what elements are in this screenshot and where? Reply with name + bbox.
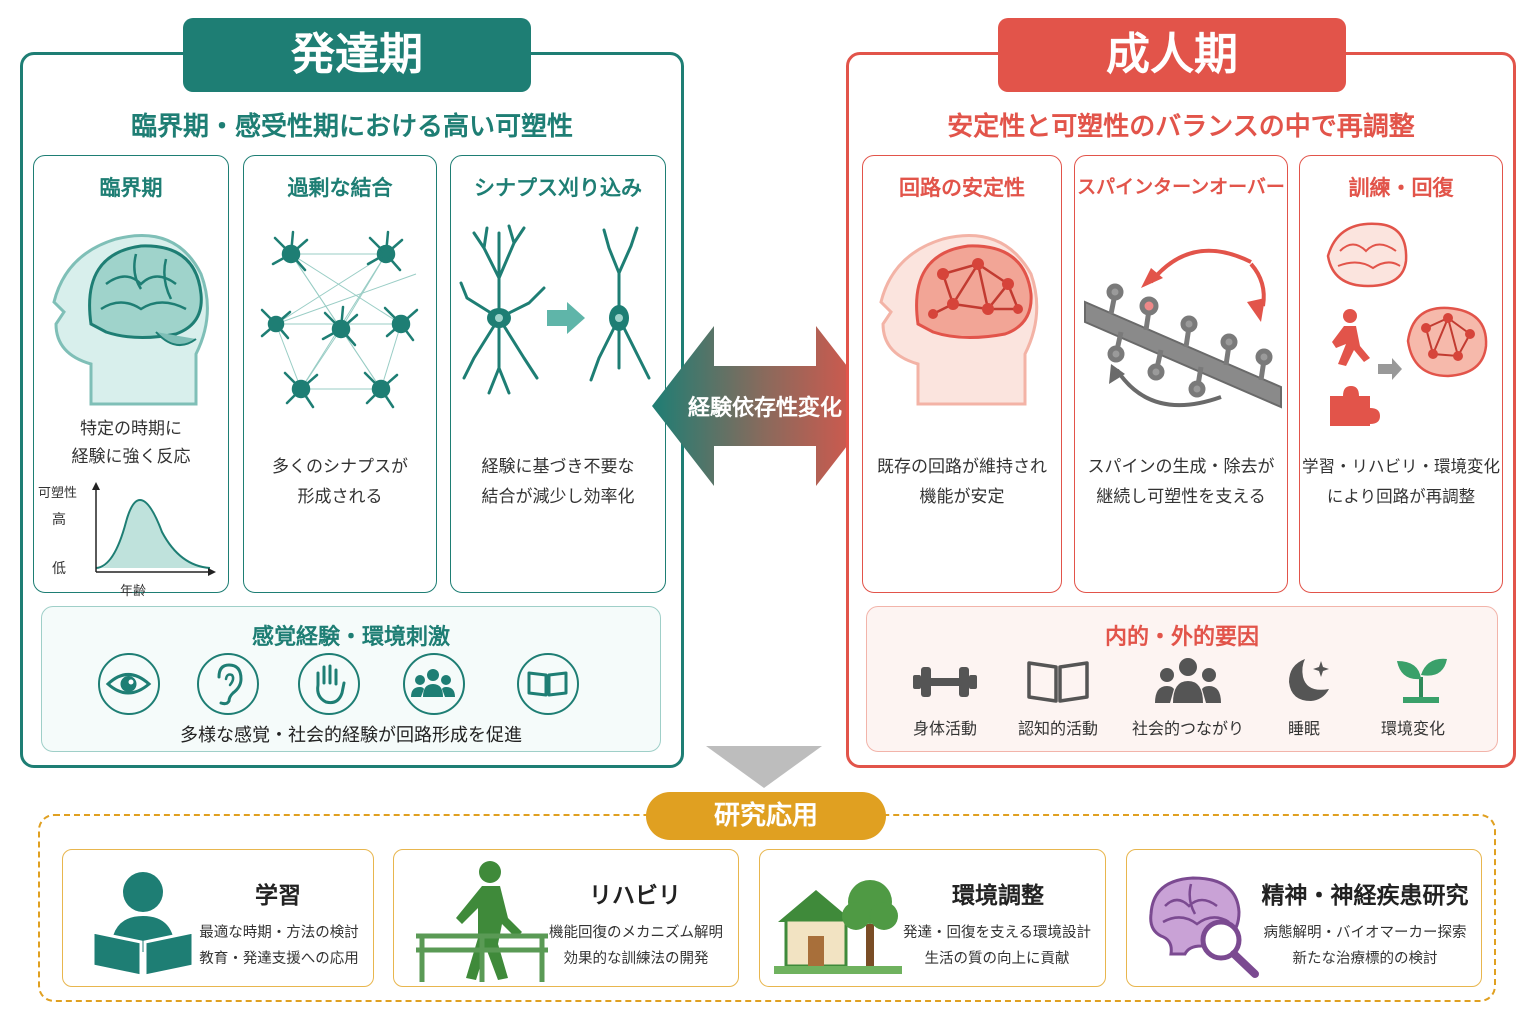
center-label: 経験依存性変化 bbox=[687, 396, 842, 421]
dumbbell-icon bbox=[913, 667, 977, 697]
down-arrow-icon bbox=[706, 746, 822, 788]
graph-xlabel: 年齢 bbox=[120, 584, 147, 599]
card-title: スパインターンオーバー bbox=[1077, 176, 1285, 198]
factors-title: 内的・外的要因 bbox=[1104, 625, 1259, 650]
training-recovery-card: 訓練・回復 学習・リハビリ・環境変化 により回路が再調整 bbox=[1299, 155, 1503, 593]
research-item-title: 学習 bbox=[255, 883, 301, 909]
development-title: 発達期 bbox=[183, 18, 531, 92]
card-title: 過剰な結合 bbox=[287, 176, 393, 200]
card-desc-line2: により回路が再調整 bbox=[1326, 487, 1476, 506]
research-item-desc: 教育・発達支援への応用 bbox=[199, 951, 359, 967]
training-recovery-icon bbox=[1326, 222, 1488, 426]
neuron-network-icon bbox=[260, 230, 419, 409]
people-icon bbox=[403, 653, 465, 715]
research-title: 研究応用 bbox=[646, 792, 886, 840]
research-item-desc: 病態解明・バイオマーカー探索 bbox=[1263, 925, 1467, 941]
factor-label: 社会的つながり bbox=[1131, 719, 1244, 738]
spine-turnover-icon bbox=[1084, 248, 1282, 409]
graph-low: 低 bbox=[52, 561, 66, 577]
research-item-title: 環境調整 bbox=[952, 883, 1044, 909]
research-item-desc: 生活の質の向上に貢献 bbox=[924, 951, 1070, 967]
hand-icon bbox=[298, 653, 360, 715]
card-desc-line2: 形成される bbox=[297, 487, 383, 507]
double-arrow-icon bbox=[652, 326, 878, 486]
card-desc-line1: 多くのシナプスが bbox=[272, 457, 408, 477]
pruning-neuron-icon bbox=[459, 224, 651, 395]
graph-high: 高 bbox=[52, 512, 66, 528]
development-subtitle: 臨界期・感受性期における高い可塑性 bbox=[130, 112, 573, 142]
book-icon bbox=[1027, 661, 1089, 703]
house-tree-icon bbox=[774, 880, 902, 974]
factor-label: 睡眠 bbox=[1287, 719, 1320, 738]
factor-label: 身体活動 bbox=[912, 719, 977, 738]
circuit-stability-card: 回路の安定性 既存の回路が維持され 機能が安定 bbox=[862, 155, 1062, 593]
card-desc-line1: 特定の時期に bbox=[80, 419, 182, 439]
moon-icon bbox=[1289, 659, 1329, 701]
card-desc-line2: 継続し可塑性を支える bbox=[1096, 487, 1266, 507]
card-desc-line2: 結合が減少し効率化 bbox=[481, 487, 635, 507]
head-brain-icon bbox=[52, 234, 209, 406]
excessive-connections-card: 過剰な結合 多くのシナプスが 形成される bbox=[243, 155, 437, 593]
research-rehab-card: リハビリ 機能回復のメカニズム解明 効果的な訓練法の開発 bbox=[393, 849, 739, 987]
people-icon bbox=[1155, 658, 1221, 703]
research-item-desc: 発達・回復を支える環境設計 bbox=[902, 925, 1092, 941]
adult-title: 成人期 bbox=[998, 18, 1346, 92]
walker-icon bbox=[416, 861, 548, 982]
research-item-title: 精神・神経疾患研究 bbox=[1261, 883, 1469, 909]
book-icon bbox=[517, 653, 579, 715]
research-item-title: リハビリ bbox=[589, 883, 681, 909]
eye-icon bbox=[98, 653, 160, 715]
card-desc-line1: 既存の回路が維持され bbox=[877, 457, 1047, 477]
research-item-desc: 効果的な訓練法の開発 bbox=[563, 951, 709, 967]
card-desc-line1: 経験に基づき不要な bbox=[481, 457, 635, 477]
sensory-caption: 多様な感覚・社会的経験が回路形成を促進 bbox=[180, 725, 522, 746]
card-title: 臨界期 bbox=[99, 176, 163, 200]
card-desc-line2: 経験に強く反応 bbox=[71, 447, 191, 467]
reader-icon bbox=[91, 872, 195, 978]
spine-turnover-card: スパインターンオーバー スパインの生成・除去が 継続し可塑性を支える bbox=[1074, 155, 1288, 593]
research-environment-card: 環境調整 発達・回復を支える環境設計 生活の質の向上に貢献 bbox=[759, 849, 1106, 987]
brain-network-icon bbox=[879, 234, 1039, 406]
research-item-desc: 最適な時期・方法の検討 bbox=[199, 925, 359, 941]
plasticity-curve-chart bbox=[92, 482, 216, 576]
critical-period-card: 臨界期 特定の時期に 経験に強く反応 可塑性 高 低 年齢 bbox=[33, 155, 229, 599]
card-title: 回路の安定性 bbox=[899, 176, 1025, 200]
brain-search-icon bbox=[1149, 876, 1259, 978]
card-desc-line1: 学習・リハビリ・環境変化 bbox=[1302, 457, 1500, 476]
research-disease-card: 精神・神経疾患研究 病態解明・バイオマーカー探索 新たな治療標的の検討 bbox=[1126, 849, 1482, 987]
factor-label: 環境変化 bbox=[1380, 719, 1445, 738]
research-item-desc: 新たな治療標的の検討 bbox=[1292, 951, 1438, 967]
synaptic-pruning-card: シナプス刈り込み 経験に基づき不要な 結合が減少し効率化 bbox=[450, 155, 666, 593]
sensory-experience-box: 感覚経験・環境刺激 多様な感覚・社会的経験が回路形成を促進 bbox=[41, 606, 661, 752]
ear-icon bbox=[197, 653, 259, 715]
adult-subtitle: 安定性と可塑性のバランスの中で再調整 bbox=[947, 112, 1415, 142]
sprout-icon bbox=[1397, 658, 1447, 703]
sensory-title: 感覚経験・環境刺激 bbox=[251, 625, 450, 650]
card-title: シナプス刈り込み bbox=[474, 176, 642, 200]
card-title: 訓練・回復 bbox=[1348, 176, 1454, 200]
card-desc-line1: スパインの生成・除去が bbox=[1087, 457, 1275, 477]
factor-label: 認知的活動 bbox=[1017, 719, 1098, 738]
graph-ylabel: 可塑性 bbox=[38, 486, 78, 501]
card-desc-line2: 機能が安定 bbox=[919, 487, 1005, 507]
research-learning-card: 学習 最適な時期・方法の検討 教育・発達支援への応用 bbox=[62, 849, 374, 987]
research-item-desc: 機能回復のメカニズム解明 bbox=[549, 925, 723, 941]
factors-box: 内的・外的要因 身体活動 認知的活動 社会的つながり 睡眠 環境変化 bbox=[866, 606, 1498, 752]
